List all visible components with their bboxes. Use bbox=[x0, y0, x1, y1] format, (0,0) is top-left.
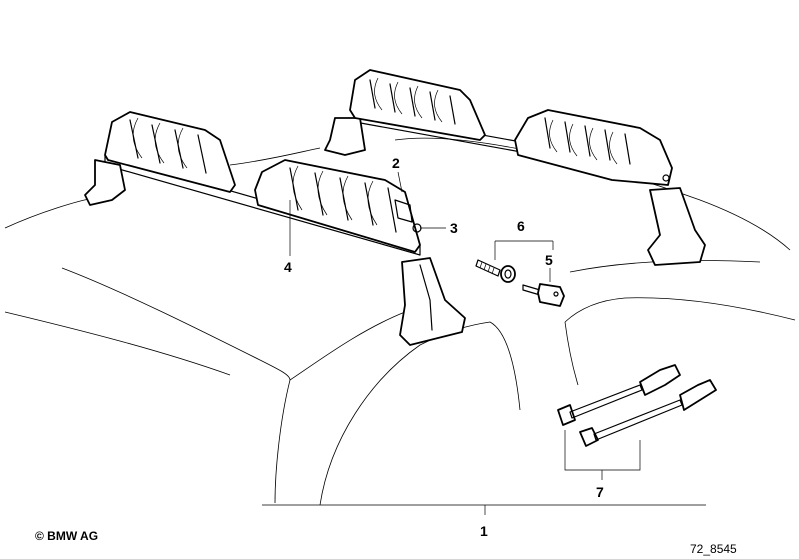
callout-4: 4 bbox=[284, 259, 292, 275]
key bbox=[522, 283, 565, 307]
callout-5: 5 bbox=[545, 252, 553, 268]
rear-roof-rack bbox=[324, 69, 706, 266]
front-roof-rack bbox=[84, 111, 466, 346]
callout-3: 3 bbox=[450, 220, 458, 236]
drawing-number: 72_8545 bbox=[690, 542, 737, 556]
copyright-text: © BMW AG bbox=[35, 529, 98, 543]
callout-1: 1 bbox=[480, 523, 488, 539]
lock-bolt bbox=[475, 259, 516, 283]
assembly-tools bbox=[557, 364, 717, 447]
callout-7: 7 bbox=[596, 484, 604, 500]
callout-2: 2 bbox=[392, 155, 400, 171]
callout-6: 6 bbox=[517, 218, 525, 234]
leader-lines bbox=[262, 171, 706, 515]
